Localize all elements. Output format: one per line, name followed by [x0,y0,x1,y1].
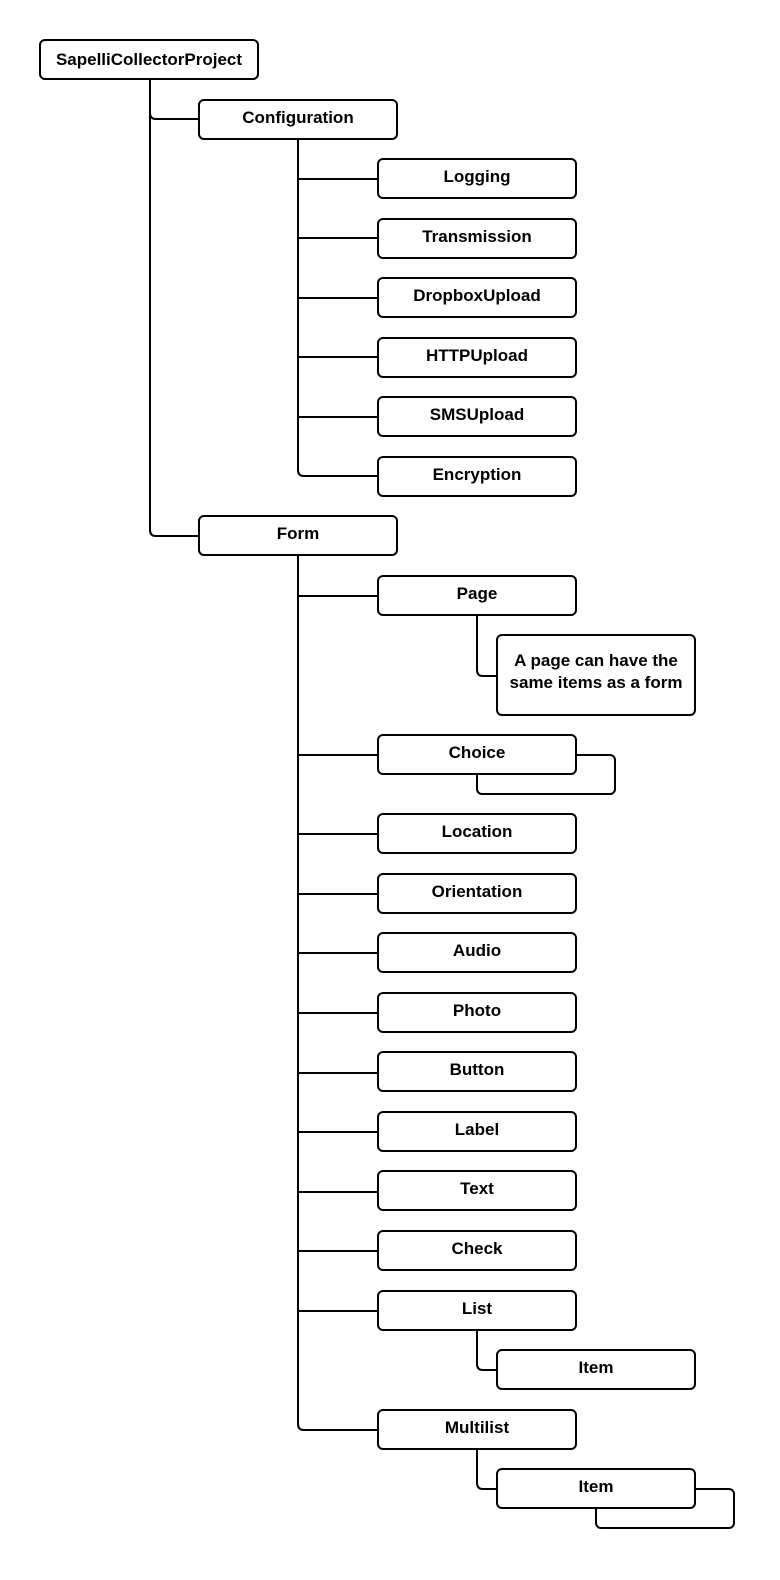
node-choice: Choice [377,734,577,775]
node-smsupload-label: SMSUpload [429,405,525,424]
node-list-label: List [461,1299,493,1318]
node-list: List [377,1290,577,1331]
node-dropboxupload-label: DropboxUpload [413,286,541,305]
node-root-label: SapelliCollectorProject [55,49,243,69]
node-photo: Photo [377,992,577,1033]
node-location: Location [377,813,577,854]
node-text: Text [377,1170,577,1211]
node-encryption-label: Encryption [432,465,522,484]
node-list-item-label: Item [578,1358,614,1377]
node-page-label: Page [456,584,498,603]
node-label-label: Label [454,1120,500,1139]
connector-multilist-item [476,1449,496,1490]
node-audio-label: Audio [452,941,502,960]
node-httpupload: HTTPUpload [377,337,577,378]
node-form: Form [198,515,398,556]
node-orientation: Orientation [377,873,577,914]
node-label: Label [377,1111,577,1152]
connector-form-trunk [297,556,377,1431]
node-button-label: Button [449,1060,505,1079]
connector-list-item [476,1330,496,1371]
node-orientation-label: Orientation [431,882,523,901]
connector-configuration-trunk [297,139,377,477]
node-choice-label: Choice [448,743,506,762]
node-smsupload: SMSUpload [377,396,577,437]
node-multilist-label: Multilist [444,1418,510,1437]
node-multilist: Multilist [377,1409,577,1450]
connector-page-note [476,615,496,677]
node-page-note-label: A page can have the same items as a form [509,651,683,692]
node-logging: Logging [377,158,577,199]
node-transmission: Transmission [377,218,577,259]
node-button: Button [377,1051,577,1092]
node-configuration-label: Configuration [242,108,354,127]
node-multilist-item: Item [496,1468,696,1509]
node-page-note: A page can have the same items as a form [496,634,696,716]
node-form-label: Form [276,524,320,543]
node-location-label: Location [441,822,513,841]
node-root: SapelliCollectorProject [39,39,259,80]
node-photo-label: Photo [452,1001,502,1020]
node-page: Page [377,575,577,616]
node-text-label: Text [460,1179,494,1198]
node-transmission-label: Transmission [422,227,532,246]
node-logging-label: Logging [443,167,511,186]
node-check: Check [377,1230,577,1271]
node-encryption: Encryption [377,456,577,497]
node-check-label: Check [451,1239,503,1258]
connector-root-configuration [149,112,198,120]
node-multilist-item-label: Item [578,1477,614,1496]
node-httpupload-label: HTTPUpload [426,346,528,365]
node-dropboxupload: DropboxUpload [377,277,577,318]
node-list-item: Item [496,1349,696,1390]
node-audio: Audio [377,932,577,973]
node-configuration: Configuration [198,99,398,140]
connector-root-trunk [149,79,198,537]
